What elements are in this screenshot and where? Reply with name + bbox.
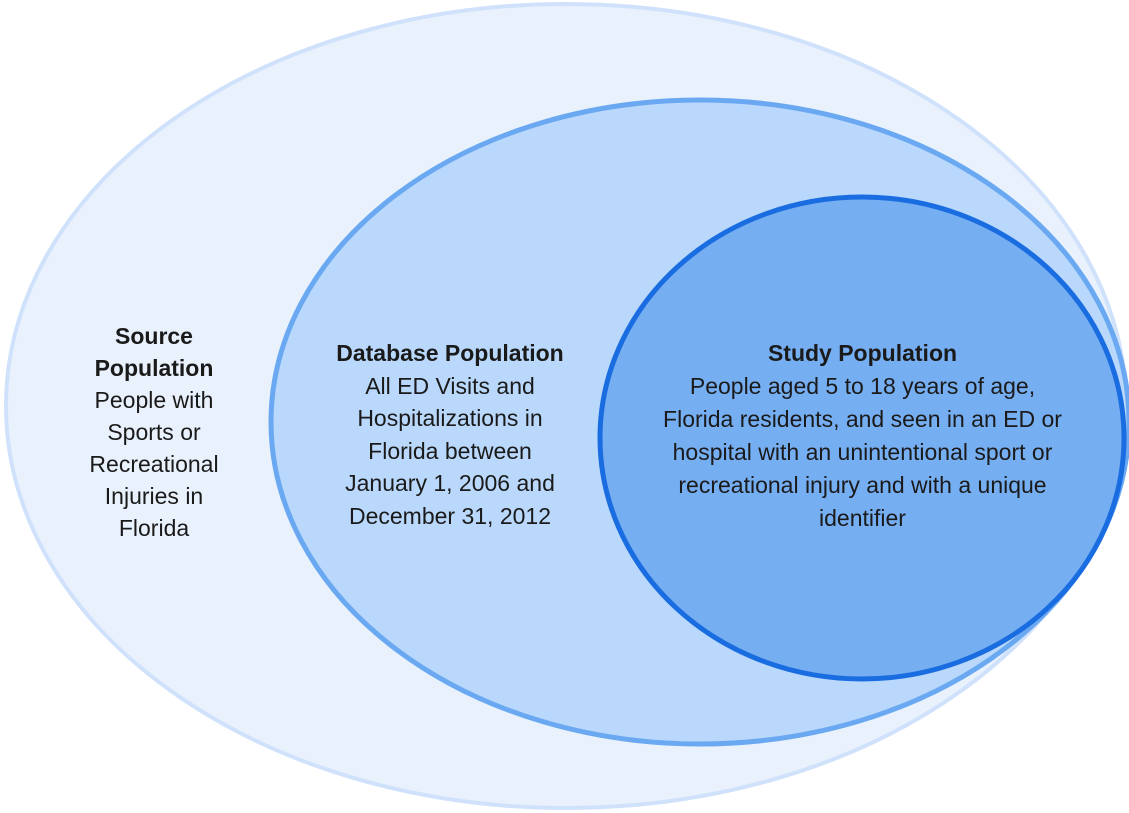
study-body-line: recreational injury and with a unique	[678, 472, 1047, 498]
source-body-line: Recreational	[89, 451, 219, 477]
database-body-line: All ED Visits and	[365, 372, 535, 399]
study-population-label: Study Population People aged 5 to 18 yea…	[615, 337, 1110, 535]
study-body-line: hospital with an unintentional sport or	[672, 439, 1053, 465]
database-population-label: Database Population All ED Visits and Ho…	[300, 337, 600, 532]
source-title-line: Source	[115, 323, 193, 349]
source-body-line: People with	[94, 387, 214, 413]
study-body-line: Florida residents, and seen in an ED or	[663, 406, 1062, 432]
database-body-line: Florida between	[368, 437, 532, 464]
source-population-label: Source Population People with Sports or …	[54, 320, 254, 544]
study-body-line: identifier	[819, 505, 906, 531]
database-title: Database Population	[336, 340, 564, 366]
study-population-ellipse	[597, 194, 1127, 682]
database-body-line: December 31, 2012	[348, 502, 551, 529]
source-title-line: Population	[94, 355, 214, 381]
source-body-line: Florida	[118, 515, 190, 541]
database-body-line: January 1, 2006 and	[345, 470, 555, 496]
source-body-line: Injuries in	[104, 483, 204, 509]
source-body-line: Sports or	[107, 419, 201, 445]
study-body-line: People aged 5 to 18 years of age,	[689, 373, 1036, 399]
study-title: Study Population	[767, 340, 958, 366]
database-body-line: Hospitalizations in	[357, 405, 543, 431]
